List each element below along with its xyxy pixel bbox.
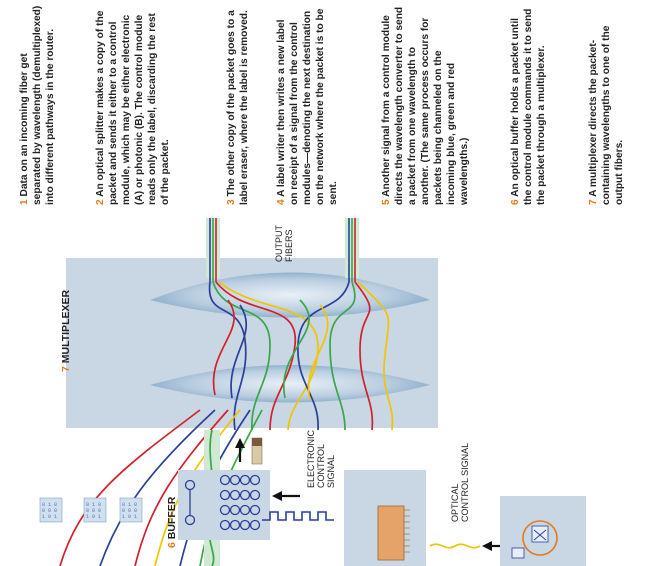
svg-text:1 0 1: 1 0 1 bbox=[122, 514, 137, 520]
caption-5: 5 Another signal from a control module d… bbox=[381, 6, 470, 205]
optical-signal-wave bbox=[429, 543, 481, 549]
caption-3: 3 The other copy of the packet goes to a… bbox=[226, 10, 250, 205]
control-chip bbox=[377, 505, 405, 561]
caption-1: 1 Data on an incoming fiber get separate… bbox=[19, 5, 56, 205]
wavelength-paths bbox=[208, 281, 394, 431]
svg-text:1 0 1: 1 0 1 bbox=[86, 514, 101, 520]
caption-6: 6 An optical buffer holds a packet until… bbox=[510, 8, 547, 205]
multiplexer-label: 7 MULTIPLEXER bbox=[60, 289, 72, 372]
output-fibers-label: OUTPUT FIBERS bbox=[274, 225, 294, 262]
svg-text:0 0 0: 0 0 0 bbox=[122, 508, 137, 514]
svg-text:1 0 1: 1 0 1 bbox=[42, 514, 57, 520]
svg-text:0 0 0: 0 0 0 bbox=[86, 508, 101, 514]
caption-4: 4 A label writer then writes a new label… bbox=[276, 8, 339, 205]
ring-resonator bbox=[522, 520, 558, 556]
caption-2: 2 An optical splitter makes a copy of th… bbox=[95, 10, 171, 205]
svg-text:0 0 0: 0 0 0 bbox=[42, 508, 57, 514]
lens-bottom bbox=[150, 365, 430, 403]
electronic-control-signal-label: ELECTRONIC CONTROL SIGNAL bbox=[306, 429, 336, 488]
svg-text:0 1 0: 0 1 0 bbox=[86, 502, 101, 508]
label-blocks: 0 1 00 0 01 0 1 0 1 00 0 01 0 1 0 1 00 0… bbox=[39, 497, 143, 523]
svg-text:0 1 0: 0 1 0 bbox=[122, 502, 137, 508]
caption-7: 7 A multiplexer directs the packet-conta… bbox=[588, 25, 625, 205]
buffer-label: 6 BUFFER bbox=[166, 496, 178, 548]
optical-control-signal-label: OPTICAL CONTROL SIGNAL bbox=[450, 442, 470, 522]
electronic-signal-wave bbox=[262, 511, 334, 521]
buffer-coils bbox=[184, 474, 261, 531]
svg-text:0 1 0: 0 1 0 bbox=[42, 502, 57, 508]
